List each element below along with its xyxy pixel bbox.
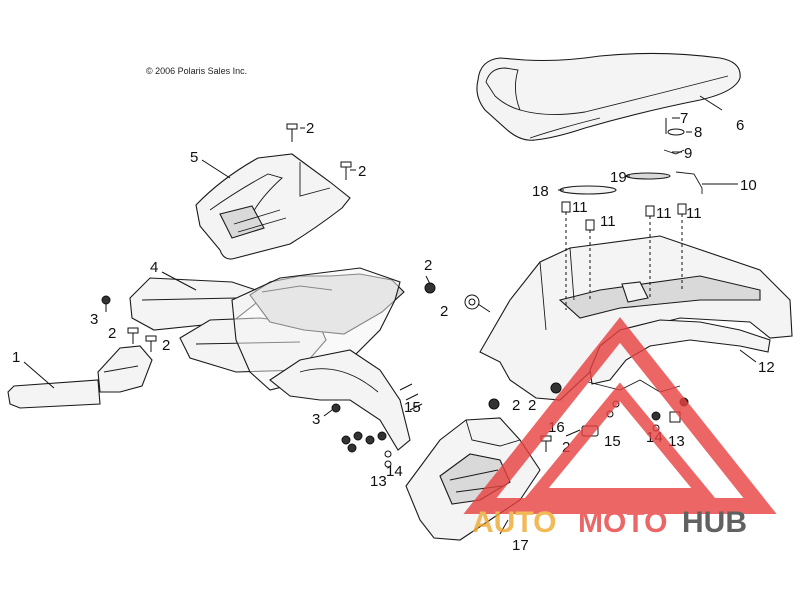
watermark-logo: AUTO MOTO HUB bbox=[463, 317, 777, 539]
callout-labels: 1 2 2 2 2 2 2 2 2 2 3 3 4 5 6 7 8 9 10 1… bbox=[12, 110, 775, 554]
rear-top-bolts bbox=[561, 201, 687, 310]
bolt-group-left bbox=[341, 383, 423, 468]
callout-11: 11 bbox=[656, 205, 672, 222]
callout-4: 4 bbox=[150, 259, 158, 276]
callout-9: 9 bbox=[684, 145, 692, 162]
callout-1: 1 bbox=[12, 349, 20, 366]
callout-13: 13 bbox=[668, 433, 685, 450]
copyright-text: © 2006 Polaris Sales Inc. bbox=[146, 66, 248, 76]
callout-8: 8 bbox=[694, 124, 702, 141]
rear-fender-part bbox=[479, 235, 793, 401]
callout-2: 2 bbox=[512, 397, 520, 414]
callout-5: 5 bbox=[190, 149, 198, 166]
callout-15: 15 bbox=[404, 399, 421, 416]
callout-2: 2 bbox=[358, 163, 366, 180]
callout-3: 3 bbox=[90, 311, 98, 328]
callout-18: 18 bbox=[532, 183, 549, 200]
seat-part bbox=[476, 52, 741, 141]
callout-11: 11 bbox=[600, 213, 616, 230]
callout-2: 2 bbox=[108, 325, 116, 342]
callout-2: 2 bbox=[424, 257, 432, 274]
callout-11: 11 bbox=[572, 199, 588, 216]
callout-17: 17 bbox=[512, 537, 529, 554]
front-panel-part bbox=[195, 153, 351, 260]
footwell-part bbox=[7, 345, 153, 409]
callout-14: 14 bbox=[386, 463, 403, 480]
callout-2: 2 bbox=[306, 120, 314, 137]
callout-12: 12 bbox=[758, 359, 775, 376]
callout-2: 2 bbox=[440, 303, 448, 320]
callout-15: 15 bbox=[604, 433, 621, 450]
leader-lines bbox=[23, 95, 757, 535]
callout-13: 13 bbox=[370, 473, 387, 490]
callout-3: 3 bbox=[312, 411, 320, 428]
callout-7: 7 bbox=[680, 110, 688, 127]
watermark-text-auto: AUTO bbox=[472, 506, 556, 539]
seat-latch-parts bbox=[663, 118, 703, 194]
callout-2: 2 bbox=[562, 439, 570, 456]
callout-11: 11 bbox=[686, 205, 702, 222]
callout-10: 10 bbox=[740, 177, 757, 194]
callout-6: 6 bbox=[736, 117, 744, 134]
callout-2: 2 bbox=[528, 397, 536, 414]
callout-19: 19 bbox=[610, 169, 627, 186]
callout-2: 2 bbox=[162, 337, 170, 354]
watermark-text-hub: HUB bbox=[682, 506, 747, 539]
front-rack-part bbox=[129, 267, 411, 451]
watermark-text-moto: MOTO bbox=[578, 506, 667, 539]
